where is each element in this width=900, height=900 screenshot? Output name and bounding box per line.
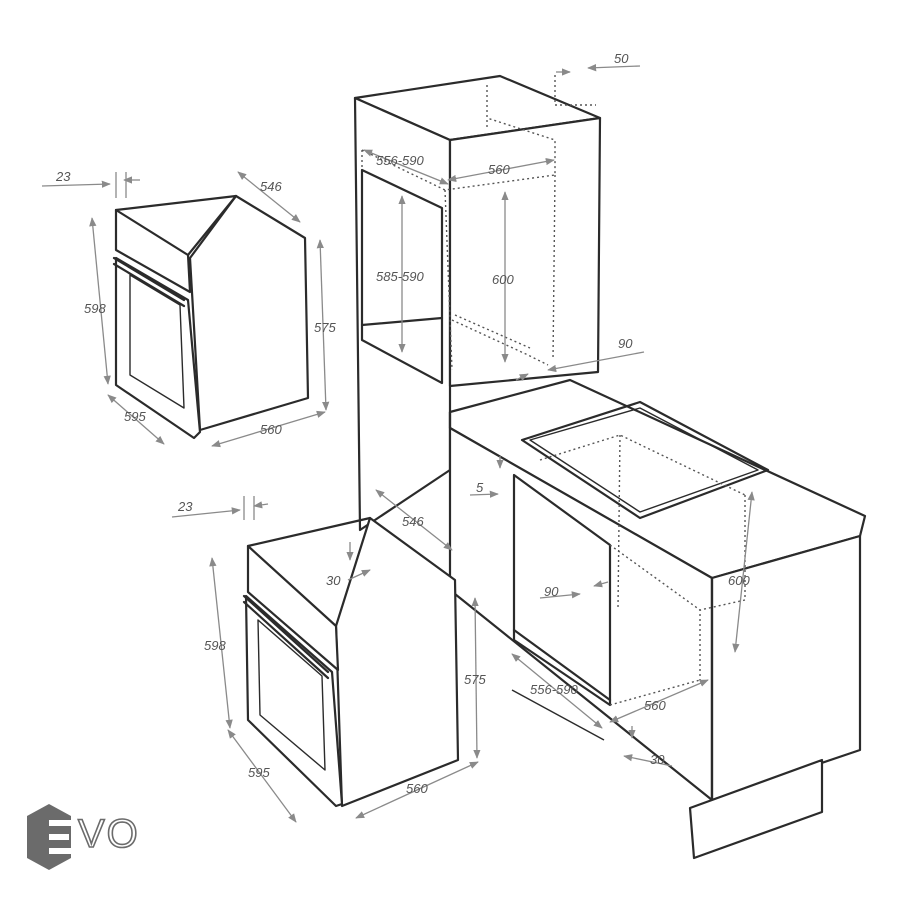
counter-inner-height-label: 600 bbox=[728, 573, 750, 588]
logo-text: VO bbox=[77, 811, 140, 857]
counter-top-gap-label: 5 bbox=[476, 480, 484, 495]
counter-niche-width-label: 556-590 bbox=[530, 682, 578, 697]
evo-logo bbox=[27, 804, 73, 870]
counter-bottom-gap-label: 30 bbox=[650, 752, 665, 767]
bottom-oven-body-height-label: 575 bbox=[464, 672, 486, 687]
tall-cabinet-inner-height-label: 600 bbox=[492, 272, 514, 287]
top-oven-height-label: 598 bbox=[84, 301, 106, 316]
top-oven-width-label: 595 bbox=[124, 409, 146, 424]
dimension-labels: 23 546 598 575 595 560 23 546 30 598 575… bbox=[55, 51, 750, 796]
counter-inner-width-label: 560 bbox=[644, 698, 666, 713]
top-oven-depth-label: 546 bbox=[260, 179, 282, 194]
dimension-lines bbox=[41, 64, 755, 823]
counter-rear-gap-label: 90 bbox=[544, 584, 559, 599]
top-oven bbox=[112, 194, 310, 440]
bottom-oven-depth-label: 546 bbox=[402, 514, 424, 529]
tall-cabinet-floor-depth-label: 90 bbox=[618, 336, 633, 351]
tall-cabinet-back-gap-label: 50 bbox=[614, 51, 629, 66]
bottom-oven-panel-thickness-label: 23 bbox=[177, 499, 193, 514]
top-oven-body-height-label: 575 bbox=[314, 320, 336, 335]
counter-cabinet bbox=[448, 378, 867, 860]
bottom-oven bbox=[242, 516, 460, 808]
bottom-oven-top-gap-label: 30 bbox=[326, 573, 341, 588]
tall-cabinet-inner-width-label: 560 bbox=[488, 162, 510, 177]
tall-cabinet-niche-width-label: 556-590 bbox=[376, 153, 424, 168]
bottom-oven-width-label: 595 bbox=[248, 765, 270, 780]
top-oven-panel-thickness-label: 23 bbox=[55, 169, 71, 184]
bottom-oven-body-width-label: 560 bbox=[406, 781, 428, 796]
top-oven-body-width-label: 560 bbox=[260, 422, 282, 437]
tall-cabinet-niche-height-label: 585-590 bbox=[376, 269, 424, 284]
bottom-oven-height-label: 598 bbox=[204, 638, 226, 653]
